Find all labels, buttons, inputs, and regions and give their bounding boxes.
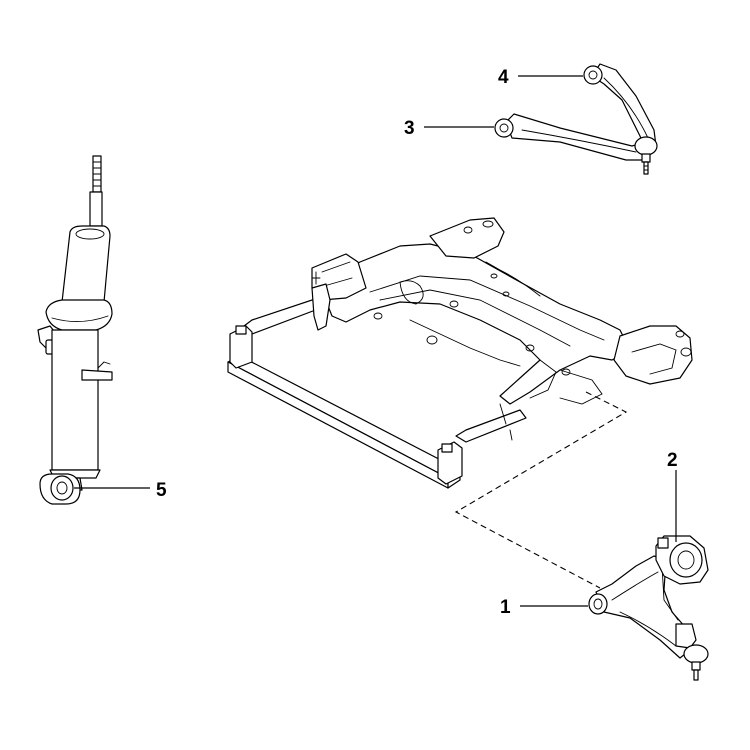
callout-2-label: 2 — [667, 450, 678, 471]
lower-arm-body — [595, 555, 691, 659]
subframe-rear-tower — [429, 217, 505, 259]
upper-control-arm — [494, 63, 658, 175]
upper-arm-ball-joint — [634, 136, 658, 156]
callout-4-label: 4 — [498, 67, 509, 88]
lower-control-arm — [588, 535, 709, 681]
shock-lower-bushing — [50, 475, 74, 501]
callout-2: 2 — [667, 450, 678, 542]
mounting-guide-line — [454, 391, 628, 589]
shock-line-clip — [81, 369, 113, 381]
callout-1-label: 1 — [500, 597, 511, 618]
shock-absorber — [37, 155, 113, 505]
lower-arm-front-bushing — [588, 593, 608, 615]
lower-arm-rear-bushing — [669, 542, 703, 578]
front-subframe — [227, 217, 693, 489]
shock-main-tube — [51, 329, 99, 471]
shock-spring-seat — [45, 299, 113, 331]
subframe-right-bracket — [613, 325, 693, 385]
shock-upper-body — [61, 225, 111, 303]
callout-3-label: 3 — [404, 118, 415, 139]
callout-4: 4 — [498, 67, 583, 88]
shock-piston-rod — [89, 191, 103, 227]
lower-arm-ball-joint — [683, 644, 709, 664]
upper-arm-front-bushing — [494, 118, 514, 138]
upper-arm-rear-bushing — [583, 65, 603, 85]
subframe-front-crossmember-top — [227, 355, 461, 479]
callout-3: 3 — [404, 118, 494, 139]
callout-5-label: 5 — [156, 480, 167, 501]
subframe-right-rail — [455, 409, 527, 443]
callout-5: 5 — [74, 480, 167, 501]
upper-arm-front-link — [505, 113, 653, 161]
subframe-front-crossmember-face — [227, 361, 449, 489]
subframe-main-beam — [319, 243, 631, 405]
callout-1: 1 — [500, 597, 588, 618]
